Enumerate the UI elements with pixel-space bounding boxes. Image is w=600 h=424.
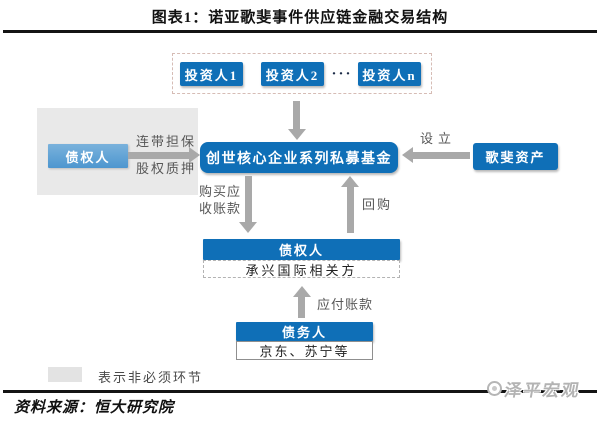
left-creditor-box: 债权人 [48,144,128,168]
label-payables: 应付账款 [316,297,373,312]
arrow-gopher-to-fund-head-icon [402,147,413,163]
bottom-rule [3,390,597,393]
investor-1-box: 投资人1 [180,62,243,86]
label-joint-guarantee: 连带担保 [135,134,196,149]
watermark: 泽平宏观 [487,376,599,400]
watermark-logo-icon [487,380,502,396]
arrow-gopher-to-fund-shaft [413,152,470,159]
arrow-debtor-to-chengxing-head-icon [293,286,311,297]
source-text: 资料来源：恒大研究院 [14,400,175,416]
arrow-investors-to-fund-head-icon [288,129,306,140]
label-equity-pledge: 股权质押 [135,161,196,176]
investor-2-box: 投资人2 [261,62,324,86]
investor-n-box: 投资人n [358,62,421,86]
arrow-chengxing-to-fund-head-icon [341,176,359,187]
label-repurchase: 回购 [361,197,392,212]
investors-dashed-frame [172,53,432,94]
chengxing-creditor-box: 债权人 [203,239,400,260]
legend-gray-swatch [48,367,82,382]
label-buy-receivables-line1: 购买应 [198,184,241,199]
arrow-creditor-to-fund-head-icon [189,147,200,163]
debtor-subtitle-box: 京东、苏宁等 [236,341,373,360]
watermark-text: 泽平宏观 [502,380,583,400]
arrow-creditor-to-fund-shaft [128,152,189,159]
label-buy-receivables-line2: 收账款 [198,201,241,216]
label-setup: 设立 [419,131,456,146]
fund-box: 创世核心企业系列私募基金 [200,142,398,173]
investors-ellipsis: ··· [331,65,353,82]
debtor-box: 债务人 [236,322,373,341]
top-rule [3,30,597,33]
chengxing-subtitle-box: 承兴国际相关方 [203,260,400,278]
arrow-fund-to-chengxing-shaft [245,176,252,223]
arrow-debtor-to-chengxing-shaft [298,297,305,318]
arrow-chengxing-to-fund-shaft [347,187,354,233]
figure-title: 图表1：诺亚歌斐事件供应链金融交易结构 [151,10,449,26]
arrow-investors-to-fund-shaft [293,101,300,130]
gopher-assets-box: 歌斐资产 [473,143,558,170]
legend-text: 表示非必须环节 [98,370,204,385]
arrow-fund-to-chengxing-head-icon [239,222,257,233]
